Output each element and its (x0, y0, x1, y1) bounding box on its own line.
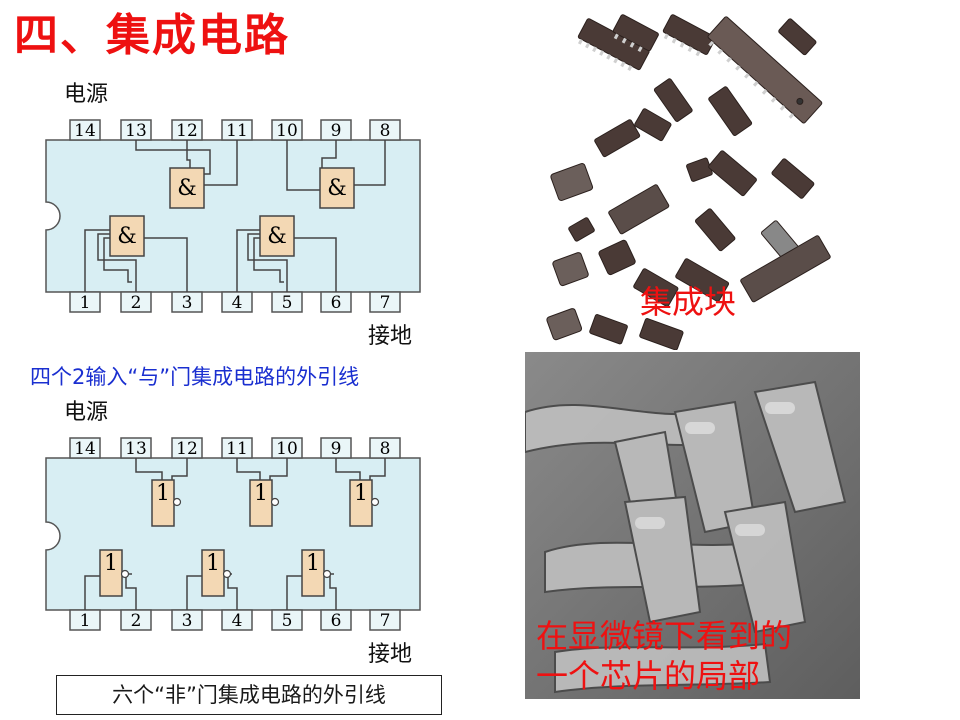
and-bottom-pin-label: 7 (380, 293, 391, 313)
and-gate (169, 167, 205, 209)
and-bottom-pin-label: 1 (80, 293, 91, 313)
slide-title: 四、集成电路 (14, 10, 290, 61)
not-gate-symbol: 1 (306, 551, 320, 576)
not-bottom-pin-label: 4 (232, 611, 243, 631)
not-top-pin-label: 11 (226, 439, 248, 459)
and-top-pin-label: 8 (380, 121, 391, 141)
and-bottom-pin-label: 3 (182, 293, 193, 313)
not-top-pin-label: 13 (125, 439, 147, 459)
ic-blocks-label: 集成块 (640, 283, 737, 321)
and-chip-body (45, 139, 421, 293)
and-top-pin-label: 13 (125, 121, 147, 141)
not-bottom-pin-label: 7 (380, 611, 391, 631)
and-top-pin-label: 10 (276, 121, 298, 141)
not-top-pin-label: 9 (331, 439, 342, 459)
not-top-pin-label: 8 (380, 439, 391, 459)
microscope-caption: 在显微镜下看到的 一个芯片的局部 (536, 616, 792, 696)
and-bottom-pin-label: 4 (232, 293, 243, 313)
and-top-pins (69, 119, 401, 141)
not-top-pin-label: 10 (276, 439, 298, 459)
and-gates: & & & & (109, 167, 355, 257)
not-bottom-pins (69, 609, 401, 631)
and-gate-symbol: & (177, 176, 197, 201)
microscope-caption-line2: 一个芯片的局部 (536, 657, 761, 695)
and-top-pin-label: 11 (226, 121, 248, 141)
and-gate-symbol: & (117, 224, 137, 249)
not-top-pins (69, 437, 401, 459)
microscope-chip-photo (525, 352, 860, 699)
and-bottom-pin-label: 2 (131, 293, 142, 313)
not-gate-symbol: 1 (104, 551, 118, 576)
not-top-pin-label: 14 (74, 439, 96, 459)
not-bottom-pin-label: 1 (80, 611, 91, 631)
and-bottom-pin-label: 5 (282, 293, 293, 313)
and-bottom-pins (69, 291, 401, 313)
and-ground-label: 接地 (368, 324, 413, 349)
not-gate-symbol: 1 (156, 481, 170, 506)
and-gate (259, 215, 295, 257)
not-bottom-pin-label: 6 (331, 611, 342, 631)
not-gates: 1 1 1 1 1 1 (99, 479, 380, 597)
not-chip-caption: 六个“非”门集成电路的外引线 (56, 675, 442, 715)
not-ground-label: 接地 (368, 642, 413, 667)
and-gate (319, 167, 355, 209)
ic-blocks-photo (540, 0, 840, 350)
microscope-caption-line1: 在显微镜下看到的 (536, 617, 793, 655)
not-gate-symbol: 1 (354, 481, 368, 506)
and-gate (109, 215, 145, 257)
and-power-label: 电源 (64, 82, 109, 107)
and-gate-symbol: & (327, 176, 347, 201)
and-top-pin-label: 12 (176, 121, 198, 141)
and-top-pin-label: 9 (331, 121, 342, 141)
and-chip-diagram: 14 13 12 11 10 9 8 1 2 3 4 5 6 7 & & (45, 119, 421, 313)
and-chip-caption: 四个2输入“与”门集成电路的外引线 (30, 365, 360, 389)
not-bottom-pin-label: 3 (182, 611, 193, 631)
not-power-label: 电源 (64, 400, 109, 425)
not-chip-diagram: 14 13 12 11 10 9 8 1 2 3 4 5 6 7 (45, 437, 421, 631)
and-bottom-pin-label: 6 (331, 293, 342, 313)
not-gate-symbol: 1 (254, 481, 268, 506)
not-gate-symbol: 1 (206, 551, 220, 576)
and-gate-symbol: & (267, 224, 287, 249)
not-top-pin-label: 12 (176, 439, 198, 459)
not-bottom-pin-label: 5 (282, 611, 293, 631)
and-top-pin-label: 14 (74, 121, 96, 141)
not-bottom-pin-label: 2 (131, 611, 142, 631)
